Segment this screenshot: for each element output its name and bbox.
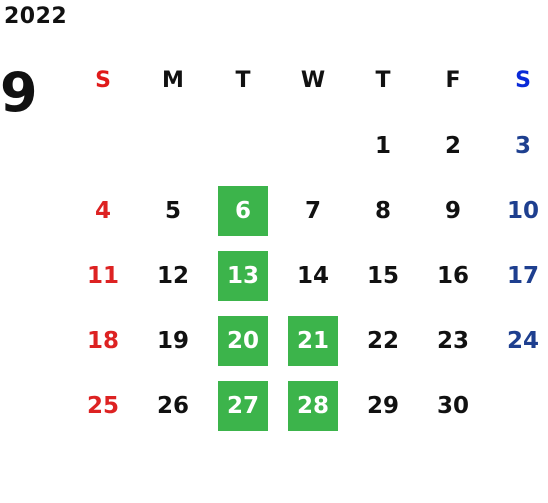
- calendar-day-number: 18: [86, 327, 119, 354]
- calendar-day-number: [148, 121, 198, 171]
- weekday-monday: M: [162, 68, 184, 93]
- calendar-day[interactable]: 7: [278, 178, 348, 243]
- calendar-day[interactable]: 19: [138, 308, 208, 373]
- calendar-day[interactable]: 11: [68, 243, 138, 308]
- calendar-day[interactable]: 30: [418, 373, 488, 438]
- calendar-day-number: 10: [506, 197, 539, 224]
- calendar-day-number: 14: [296, 262, 329, 289]
- calendar-day-number: 20: [218, 315, 268, 366]
- calendar-day-number: 30: [436, 392, 469, 419]
- calendar-day-highlighted[interactable]: 21: [278, 308, 348, 373]
- calendar-day[interactable]: 5: [138, 178, 208, 243]
- calendar-day-number: 5: [164, 197, 181, 224]
- calendar-day-highlighted[interactable]: 13: [208, 243, 278, 308]
- calendar-day-number: 15: [366, 262, 399, 289]
- calendar-day[interactable]: 24: [488, 308, 548, 373]
- calendar-day-number: [288, 121, 338, 171]
- calendar-day-number: 27: [218, 380, 268, 431]
- calendar-day[interactable]: 17: [488, 243, 548, 308]
- calendar-day-number: 17: [506, 262, 539, 289]
- weekday-saturday: S: [515, 68, 531, 93]
- year-label: 2022: [4, 4, 68, 29]
- calendar-day[interactable]: 22: [348, 308, 418, 373]
- weekday-sunday: S: [95, 68, 111, 93]
- calendar-day[interactable]: 18: [68, 308, 138, 373]
- calendar-day[interactable]: 15: [348, 243, 418, 308]
- calendar-empty-cell: [68, 113, 138, 178]
- calendar-day-number: 29: [366, 392, 399, 419]
- calendar-day[interactable]: 25: [68, 373, 138, 438]
- calendar-day-number: 13: [218, 250, 268, 301]
- calendar-day[interactable]: 1: [348, 113, 418, 178]
- calendar-day-number: 3: [514, 132, 531, 159]
- calendar-day-number: 21: [288, 315, 338, 366]
- calendar-day-highlighted[interactable]: 27: [208, 373, 278, 438]
- calendar-week-row: 18 19 20 21 22 23 24: [68, 308, 548, 373]
- calendar-day[interactable]: 29: [348, 373, 418, 438]
- calendar-day-number: 28: [288, 380, 338, 431]
- calendar-day-number: 1: [374, 132, 391, 159]
- calendar-day-number: 16: [436, 262, 469, 289]
- calendar-empty-cell: [488, 373, 548, 438]
- calendar-day-number: 8: [374, 197, 391, 224]
- calendar-day-number: 22: [366, 327, 399, 354]
- calendar-day[interactable]: 8: [348, 178, 418, 243]
- calendar-day-number: 25: [86, 392, 119, 419]
- calendar-day[interactable]: 10: [488, 178, 548, 243]
- calendar-day-number: 23: [436, 327, 469, 354]
- calendar-day-number: 2: [444, 132, 461, 159]
- calendar-empty-cell: [208, 113, 278, 178]
- calendar-day[interactable]: 12: [138, 243, 208, 308]
- calendar-day-number: 9: [444, 197, 461, 224]
- calendar-week-row: 1 2 3: [68, 113, 548, 178]
- calendar-day[interactable]: 23: [418, 308, 488, 373]
- calendar-day-number: 11: [86, 262, 119, 289]
- calendar-day-highlighted[interactable]: 20: [208, 308, 278, 373]
- calendar-day[interactable]: 9: [418, 178, 488, 243]
- calendar-week-row: 11 12 13 14 15 16 17: [68, 243, 548, 308]
- weekday-header-row: S M T W T F S: [68, 48, 548, 113]
- calendar-day-number: 7: [304, 197, 321, 224]
- calendar-day-highlighted[interactable]: 28: [278, 373, 348, 438]
- weekday-tuesday: T: [235, 68, 251, 93]
- calendar-week-row: 4 5 6 7 8 9 10: [68, 178, 548, 243]
- calendar-day-number: 4: [94, 197, 111, 224]
- weekday-friday: F: [445, 68, 461, 93]
- calendar-day-number: 12: [156, 262, 189, 289]
- calendar-day-number: 6: [218, 185, 268, 236]
- calendar-day[interactable]: 3: [488, 113, 548, 178]
- calendar-day-number: [218, 121, 268, 171]
- calendar-day[interactable]: 2: [418, 113, 488, 178]
- weekday-thursday: T: [375, 68, 391, 93]
- calendar-day-highlighted[interactable]: 6: [208, 178, 278, 243]
- calendar-day[interactable]: 26: [138, 373, 208, 438]
- calendar-week-row: 25 26 27 28 29 30: [68, 373, 548, 438]
- weekday-wednesday: W: [300, 68, 326, 93]
- calendar-day[interactable]: 4: [68, 178, 138, 243]
- month-number: 9: [0, 61, 38, 124]
- calendar-day-number: [498, 381, 548, 431]
- calendar-empty-cell: [138, 113, 208, 178]
- calendar-day[interactable]: 16: [418, 243, 488, 308]
- calendar-empty-cell: [278, 113, 348, 178]
- calendar-day[interactable]: 14: [278, 243, 348, 308]
- calendar-day-number: 19: [156, 327, 189, 354]
- calendar-day-number: [78, 121, 128, 171]
- calendar-day-number: 24: [506, 327, 539, 354]
- calendar-day-number: 26: [156, 392, 189, 419]
